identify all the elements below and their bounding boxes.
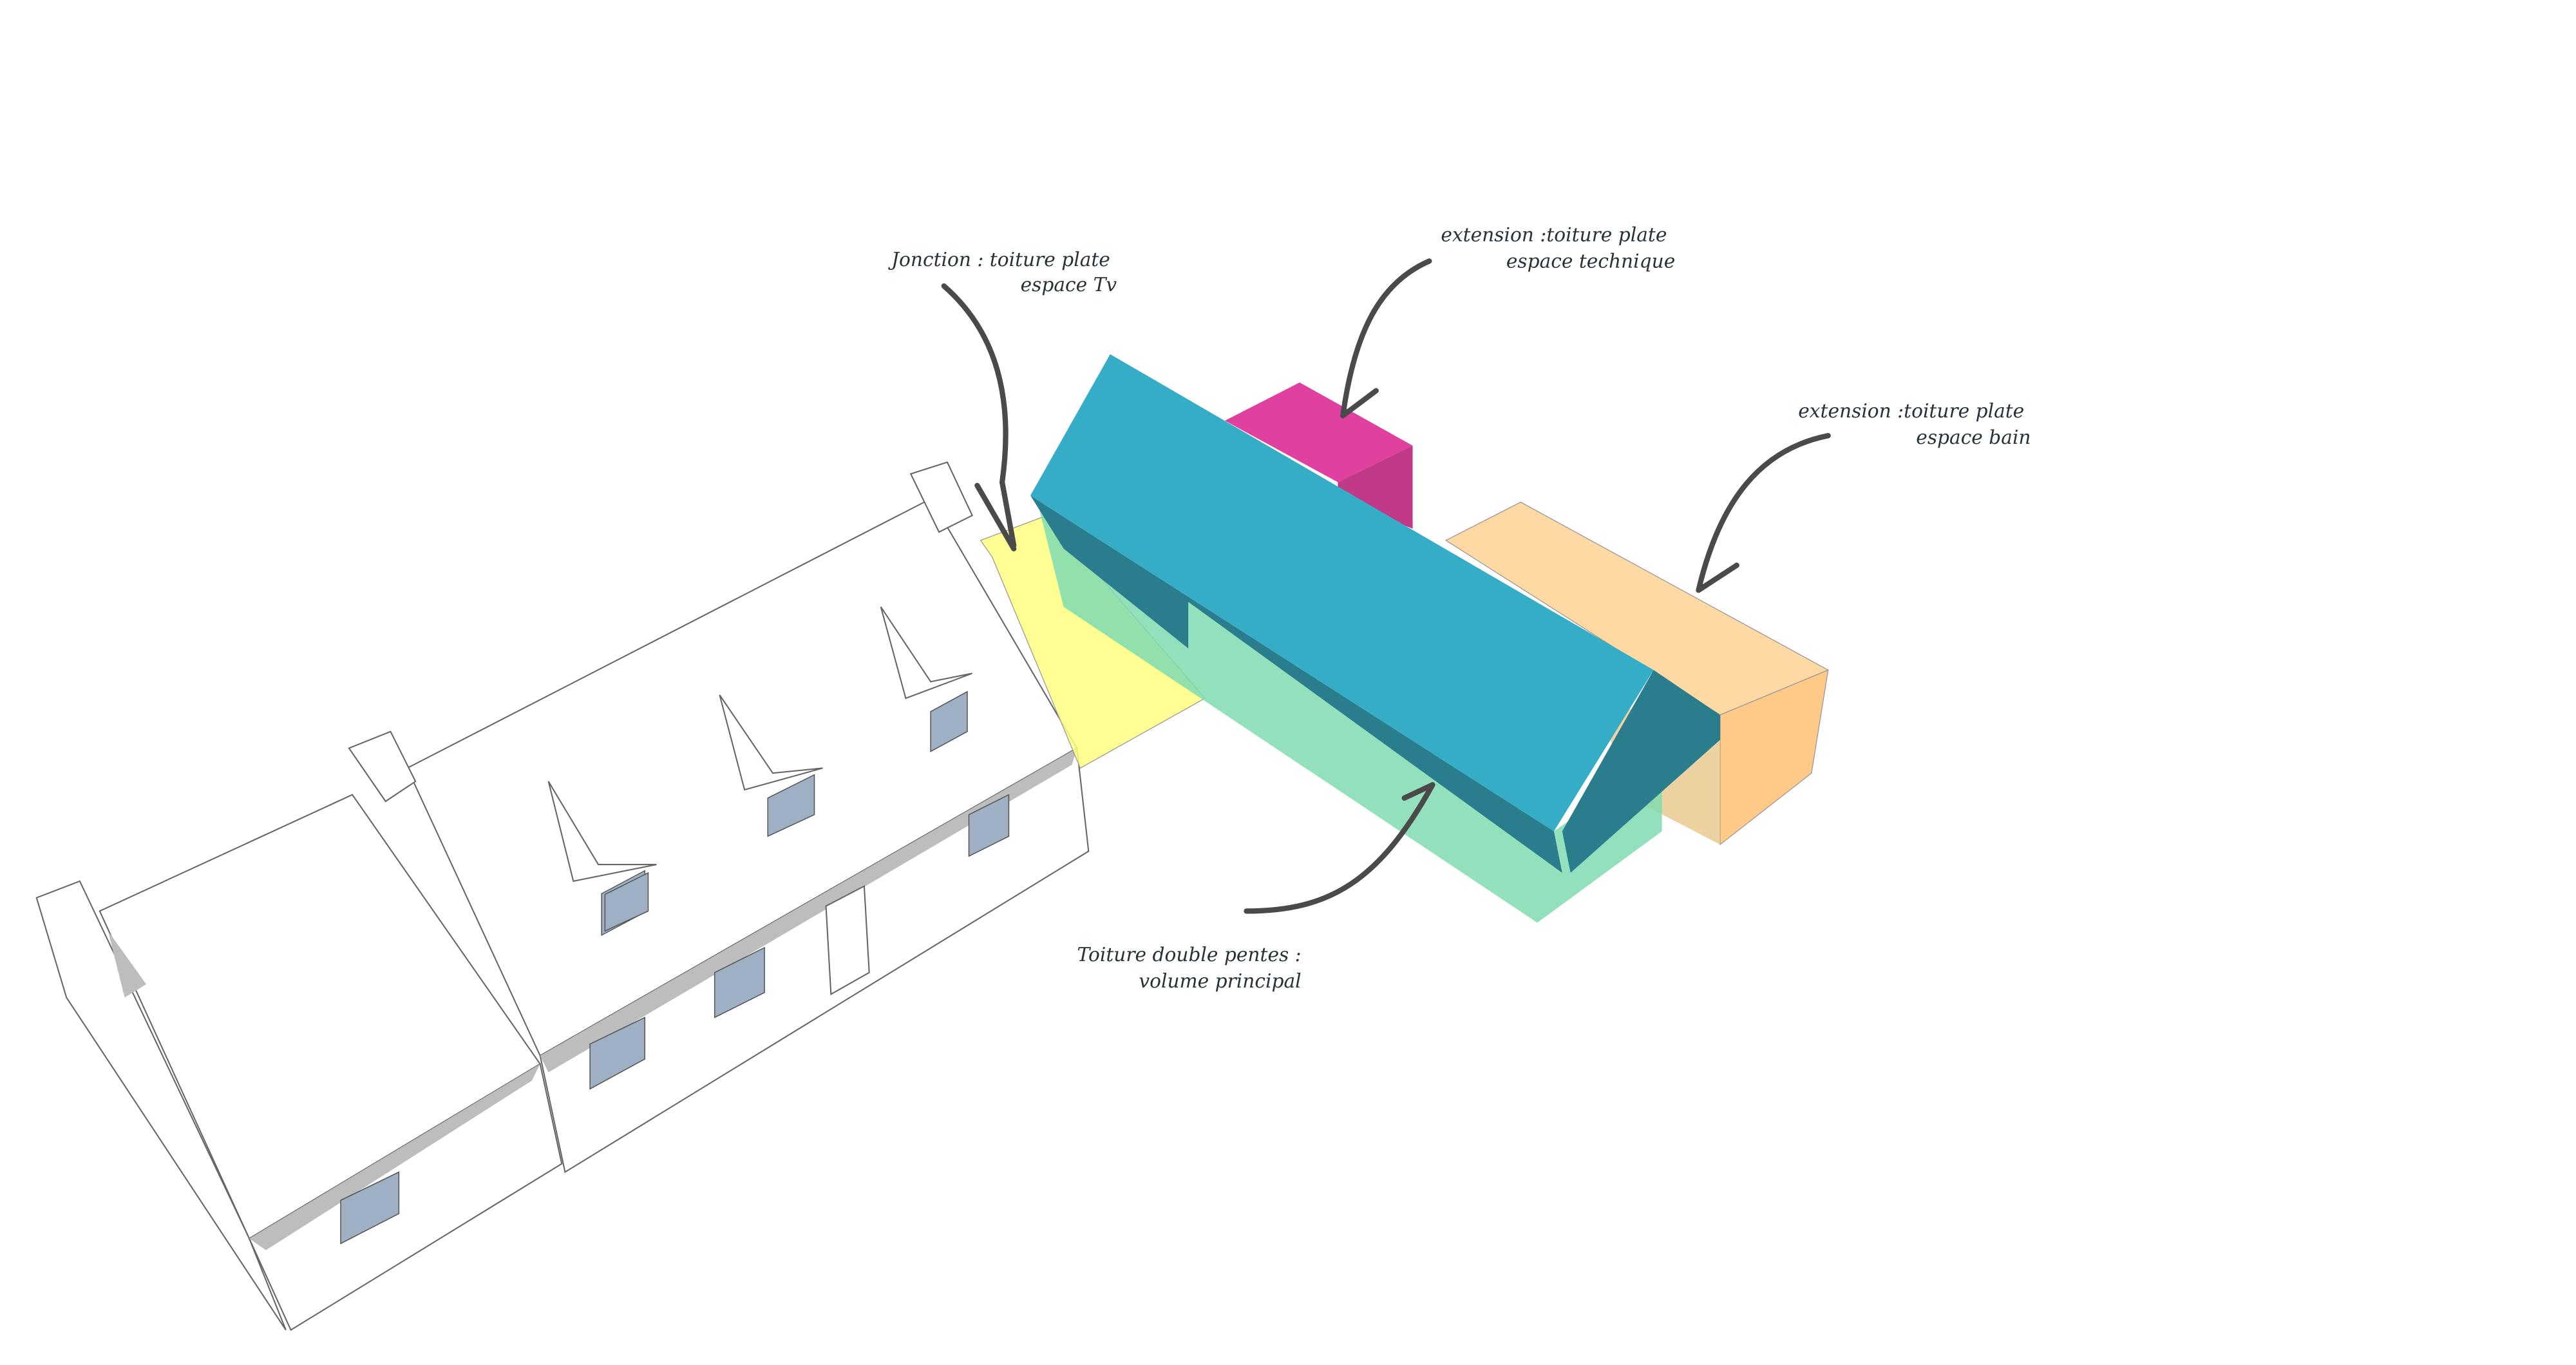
svg-text:extension :toiture plate: extension :toiture plate xyxy=(1441,223,1667,245)
label-principal: Toiture double pentes : volume principal xyxy=(1077,943,1302,992)
svg-text:espace bain: espace bain xyxy=(1916,426,2031,448)
svg-text:Jonction : toiture plate: Jonction : toiture plate xyxy=(888,248,1110,271)
label-jonction: Jonction : toiture plate espace Tv xyxy=(888,248,1117,296)
arrow-icon xyxy=(1340,258,1432,419)
label-bain: extension :toiture plate espace bain xyxy=(1798,399,2031,448)
technical-extension-volume xyxy=(1224,382,1413,529)
label-technique: extension :toiture plate espace techniqu… xyxy=(1441,223,1675,272)
main-volume xyxy=(1030,354,1720,923)
svg-text:volume principal: volume principal xyxy=(1139,969,1301,992)
svg-text:espace Tv: espace Tv xyxy=(1021,273,1117,296)
svg-text:Toiture double pentes :: Toiture double pentes : xyxy=(1077,943,1302,966)
svg-text:extension :toiture plate: extension :toiture plate xyxy=(1798,399,2024,422)
junction-volume xyxy=(980,515,1206,769)
main-roof xyxy=(1030,354,1654,832)
existing-house xyxy=(35,461,1090,1332)
arrow-icon xyxy=(1696,433,1831,593)
arrow-icon xyxy=(941,283,1017,551)
arrow-icon xyxy=(1244,782,1435,914)
svg-text:espace technique: espace technique xyxy=(1506,250,1675,272)
